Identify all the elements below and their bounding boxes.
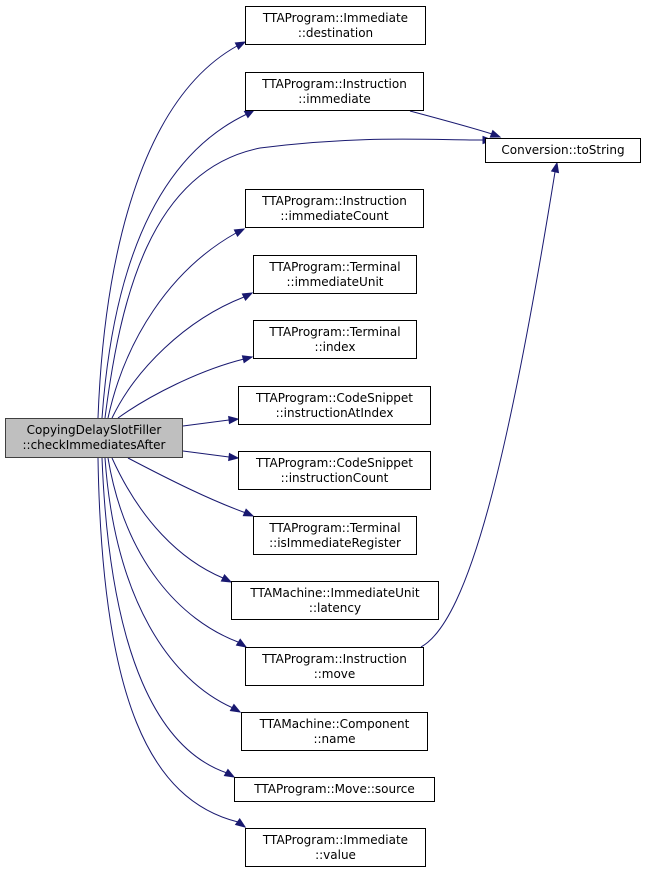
node-label-line: CopyingDelaySlotFiller xyxy=(26,423,162,437)
edge-root-to-term_index xyxy=(117,358,245,419)
node-label-line: TTAProgram::Move::source xyxy=(254,782,415,796)
node-label-line: ::instructionCount xyxy=(280,470,389,485)
arrowhead-root-to-comp_name xyxy=(229,703,242,713)
edge-ins_move-to-conv xyxy=(420,171,556,648)
node-conv[interactable]: Conversion::toString xyxy=(485,138,641,163)
node-label-line: ::move xyxy=(313,666,356,681)
node-label-line: TTAProgram::Immediate xyxy=(262,832,409,847)
edge-ins_imm-to-conv xyxy=(409,110,493,135)
arrowhead-root-to-ins_imm xyxy=(243,109,256,119)
edge-root-to-term_immunit xyxy=(111,296,245,419)
arrowhead-ins_move-to-conv xyxy=(550,161,560,174)
node-label-line: ::value xyxy=(315,847,356,862)
node-ins_imm[interactable]: TTAProgram::Instruction::immediate xyxy=(245,72,424,111)
node-root: CopyingDelaySlotFiller::checkImmediatesA… xyxy=(5,418,183,458)
edge-root-to-move_source xyxy=(101,457,228,774)
node-label-line: TTAProgram::Immediate xyxy=(262,10,409,25)
edge-root-to-term_isimmreg xyxy=(127,457,247,514)
node-label-line: Conversion::toString xyxy=(501,143,625,157)
arrowhead-root-to-imm_dest xyxy=(234,41,247,51)
arrowhead-root-to-cs_inscount xyxy=(228,452,240,462)
node-term_index[interactable]: TTAProgram::Terminal::index xyxy=(253,320,417,359)
edge-root-to-ins_immcount xyxy=(107,232,237,419)
node-label-line: TTAMachine::ImmediateUnit xyxy=(250,585,420,600)
node-term_isimmreg[interactable]: TTAProgram::Terminal::isImmediateRegiste… xyxy=(253,516,417,555)
arrowhead-ins_imm-to-conv xyxy=(489,129,502,138)
node-move_source[interactable]: TTAProgram::Move::source xyxy=(234,777,435,802)
node-label-line: TTAProgram::Terminal xyxy=(269,324,401,339)
arrowhead-root-to-move_source xyxy=(223,768,236,778)
edge-root-to-iu_latency xyxy=(111,457,224,579)
node-label-line: ::immediateCount xyxy=(280,208,389,223)
node-label-line: ::isImmediateRegister xyxy=(269,535,401,550)
node-label-line: TTAProgram::CodeSnippet xyxy=(255,455,414,470)
arrowhead-root-to-term_index xyxy=(241,355,254,364)
node-label-line: ::name xyxy=(313,731,356,746)
arrowhead-root-to-term_isimmreg xyxy=(242,508,255,517)
edge-root-to-comp_name xyxy=(104,457,234,709)
node-comp_name[interactable]: TTAMachine::Component::name xyxy=(241,712,428,751)
node-label-line: TTAProgram::Terminal xyxy=(269,520,401,535)
node-label-line: ::instructionAtIndex xyxy=(275,405,394,420)
arrowhead-root-to-cs_insat xyxy=(228,415,240,425)
node-label-line: TTAMachine::Component xyxy=(259,716,410,731)
arrowhead-root-to-ins_immcount xyxy=(233,228,246,238)
edge-root-to-ins_imm xyxy=(101,113,248,419)
node-label-line: ::checkImmediatesAfter xyxy=(22,438,166,452)
node-cs_insat[interactable]: TTAProgram::CodeSnippet::instructionAtIn… xyxy=(238,386,431,425)
edge-root-to-imm_value xyxy=(97,457,239,823)
node-ins_move[interactable]: TTAProgram::Instruction::move xyxy=(245,647,424,686)
node-label-line: ::latency xyxy=(308,600,362,615)
arrowhead-root-to-imm_value xyxy=(234,818,247,828)
node-label-line: TTAProgram::Instruction xyxy=(262,193,407,208)
node-iu_latency[interactable]: TTAMachine::ImmediateUnit::latency xyxy=(231,581,439,620)
node-label-line: TTAProgram::Terminal xyxy=(269,259,401,274)
node-label-line: TTAProgram::CodeSnippet xyxy=(255,390,414,405)
arrowhead-root-to-ins_move xyxy=(235,638,248,648)
node-label-line: ::destination xyxy=(297,25,374,40)
arrowhead-root-to-iu_latency xyxy=(220,573,233,583)
arrowhead-root-to-term_immunit xyxy=(241,292,254,302)
node-label-line: ::index xyxy=(314,339,356,354)
edge-root-to-cs_inscount xyxy=(182,450,230,458)
node-imm_value[interactable]: TTAProgram::Immediate::value xyxy=(245,828,426,867)
node-cs_inscount[interactable]: TTAProgram::CodeSnippet::instructionCoun… xyxy=(238,451,431,490)
edge-root-to-conv xyxy=(104,138,485,419)
node-imm_dest[interactable]: TTAProgram::Immediate::destination xyxy=(245,6,426,45)
edge-root-to-cs_insat xyxy=(182,419,230,427)
node-label-line: TTAProgram::Instruction xyxy=(262,651,407,666)
node-term_immunit[interactable]: TTAProgram::Terminal::immediateUnit xyxy=(253,255,417,294)
node-label-line: TTAProgram::Instruction xyxy=(262,76,407,91)
node-label-line: ::immediate xyxy=(298,91,371,106)
edge-root-to-ins_move xyxy=(107,457,239,643)
node-label-line: ::immediateUnit xyxy=(286,274,384,289)
edge-root-to-imm_dest xyxy=(97,45,238,419)
node-ins_immcount[interactable]: TTAProgram::Instruction::immediateCount xyxy=(245,189,424,228)
